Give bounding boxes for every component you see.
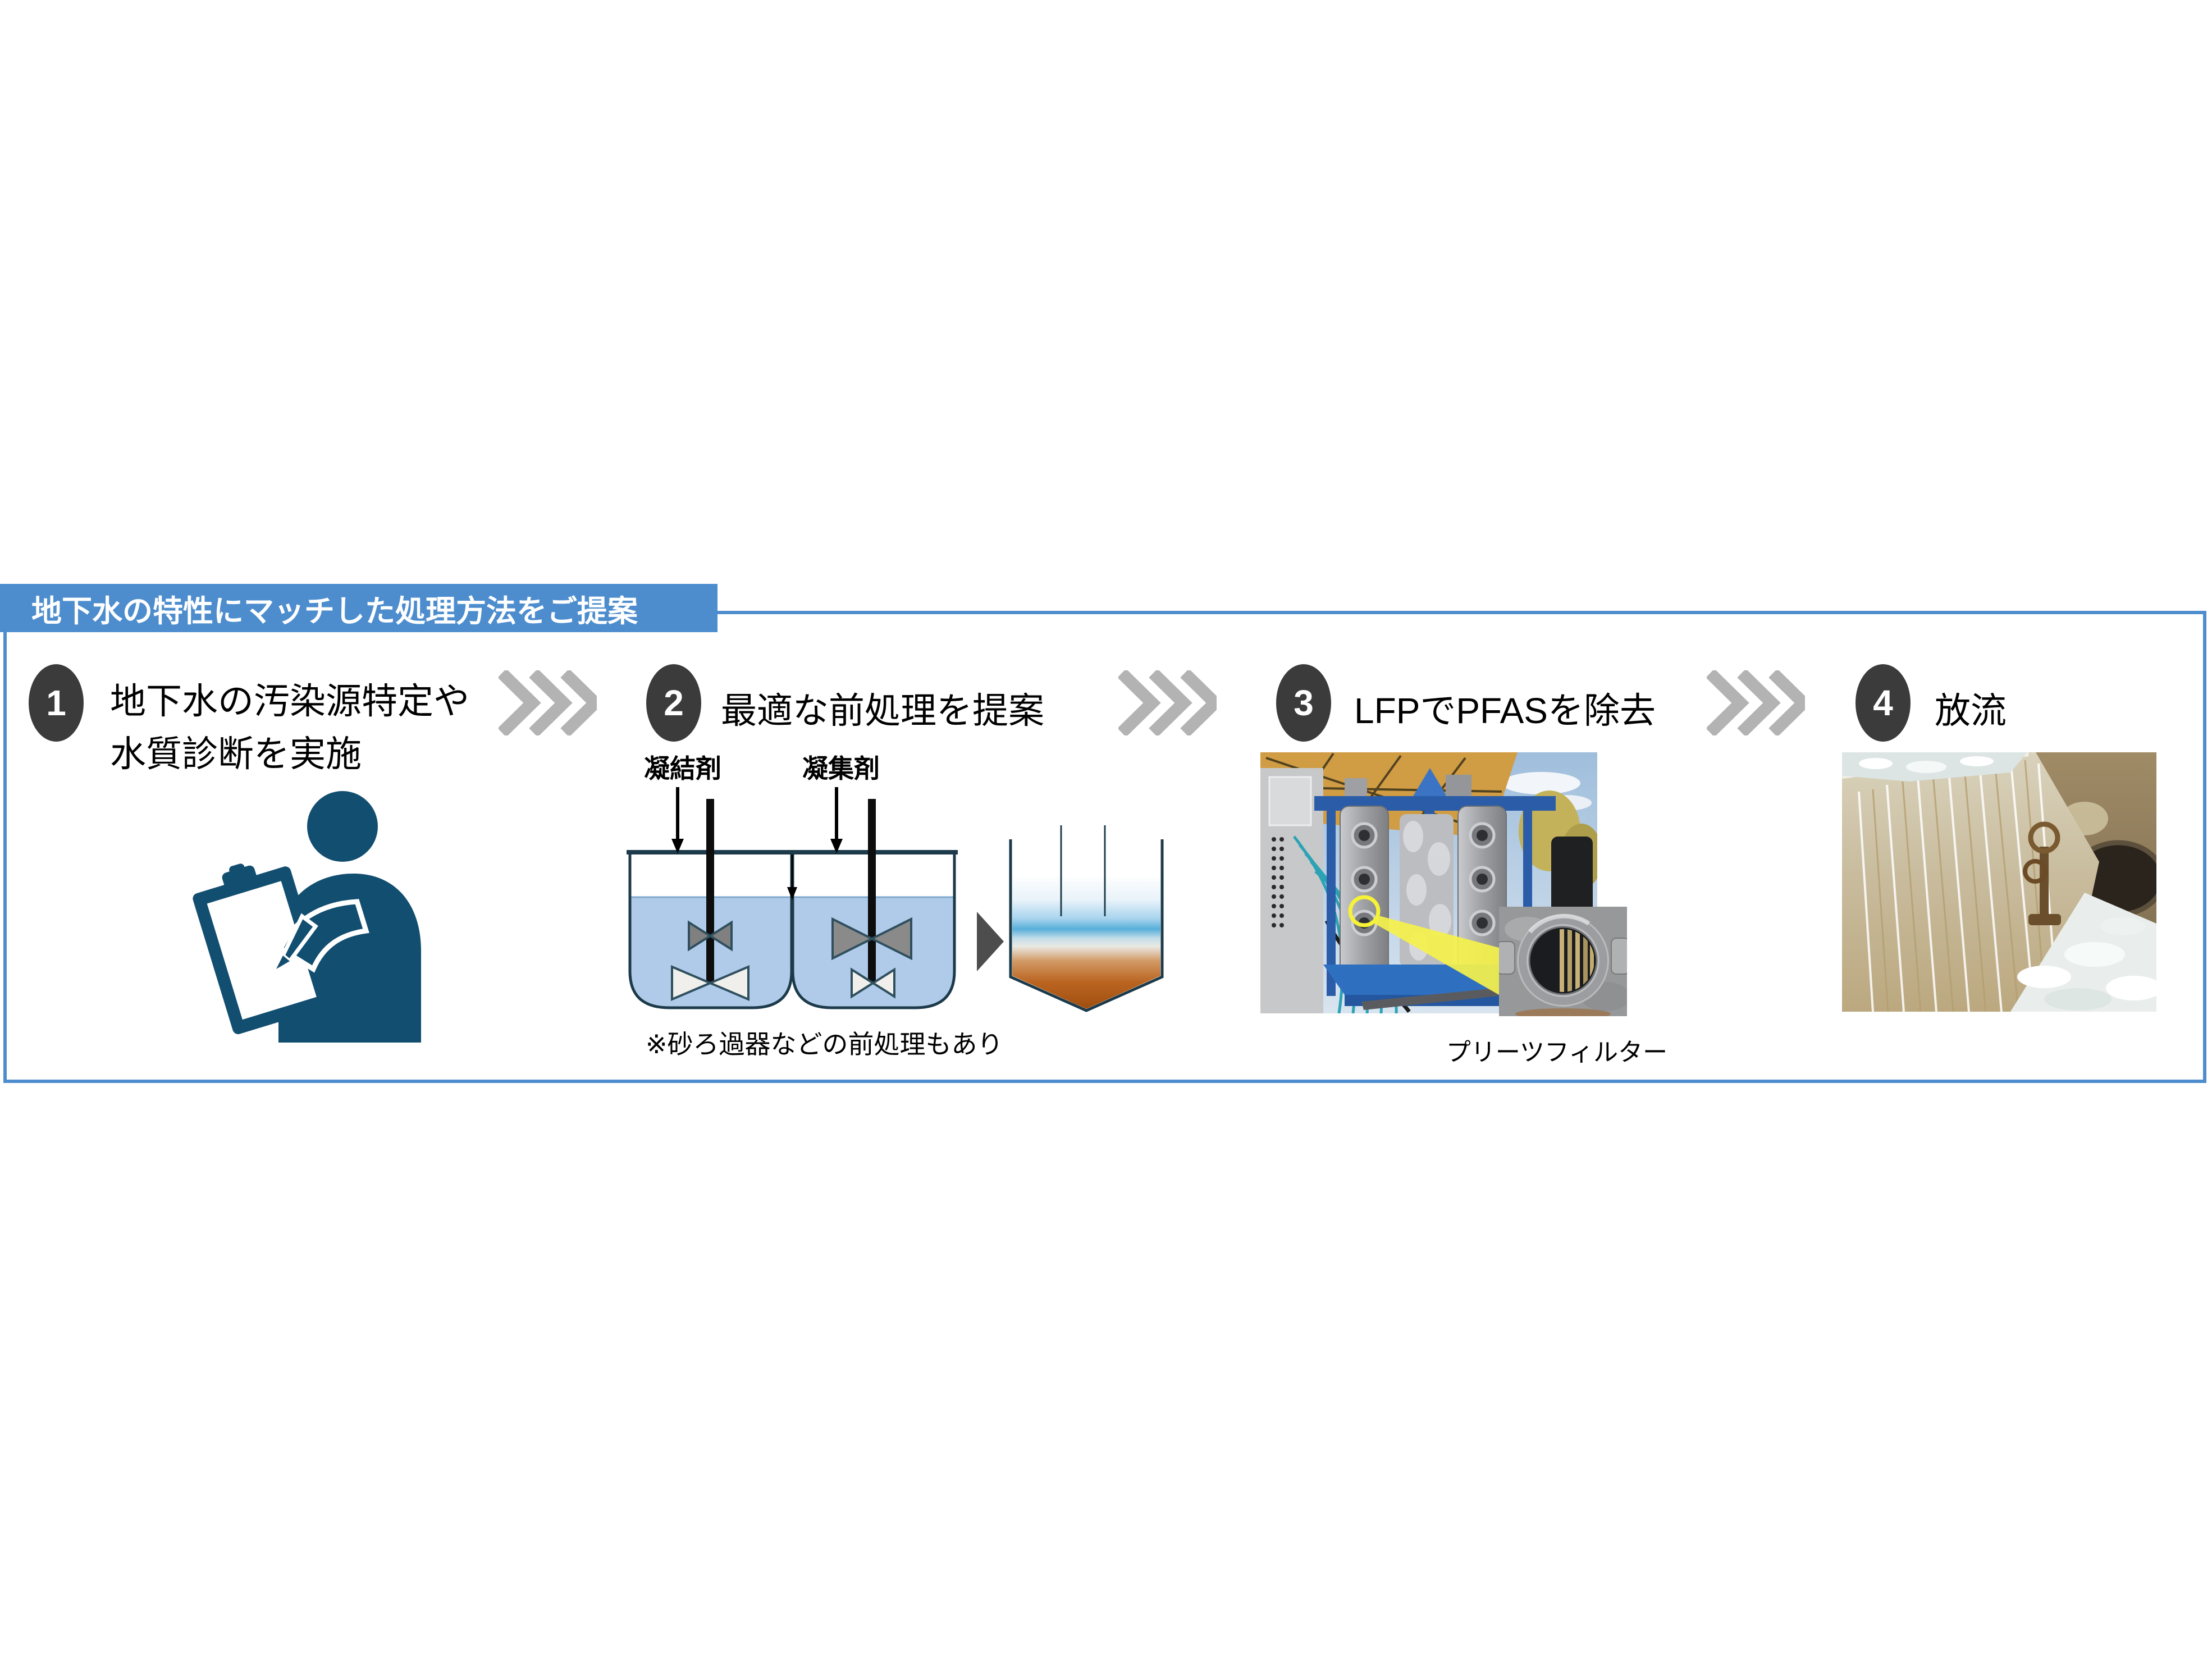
pleated-filter-inset-photo (1499, 907, 1627, 1016)
step-1-title: 地下水の汚染源特定や 水質診断を実施 (110, 675, 469, 780)
step-1-number: 1 (46, 683, 66, 723)
step-2-number: 2 (664, 683, 684, 723)
header-bar: 地下水の特性にマッチした処理方法をご提案 (0, 584, 717, 632)
step-4-title: 放流 (1935, 691, 2007, 731)
surveyor-icon (193, 791, 421, 1043)
flow-arrow-icon (977, 912, 1004, 971)
pretreatment-note: ※砂ろ過器などの前処理もあり (646, 1030, 1003, 1059)
step-2-badge: 2 (646, 664, 701, 742)
step-4-number: 4 (1873, 683, 1893, 723)
step-3-number: 3 (1294, 683, 1314, 723)
header-title: 地下水の特性にマッチした処理方法をご提案 (31, 594, 638, 628)
chevron-right-icon (1118, 670, 1217, 735)
chevron-right-icon (1707, 670, 1805, 735)
coagulant-label: 凝結剤 (644, 754, 721, 783)
step-4-badge: 4 (1855, 664, 1911, 742)
step-1-title-line1: 地下水の汚染源特定や (110, 681, 469, 721)
step-3-title: LFPでPFASを除去 (1354, 691, 1656, 731)
filter-caption: プリーツフィルター (1446, 1039, 1668, 1066)
step-1-badge: 1 (29, 664, 84, 742)
chevron-right-icon (499, 670, 597, 735)
pretreatment-diagram (627, 787, 1164, 1012)
step-2-title: 最適な前処理を提案 (721, 691, 1044, 731)
step-3-badge: 3 (1276, 664, 1331, 742)
step-1-title-line2: 水質診断を実施 (110, 734, 362, 774)
flocculant-label: 凝集剤 (802, 754, 880, 783)
discharge-photo (1842, 752, 2156, 1012)
